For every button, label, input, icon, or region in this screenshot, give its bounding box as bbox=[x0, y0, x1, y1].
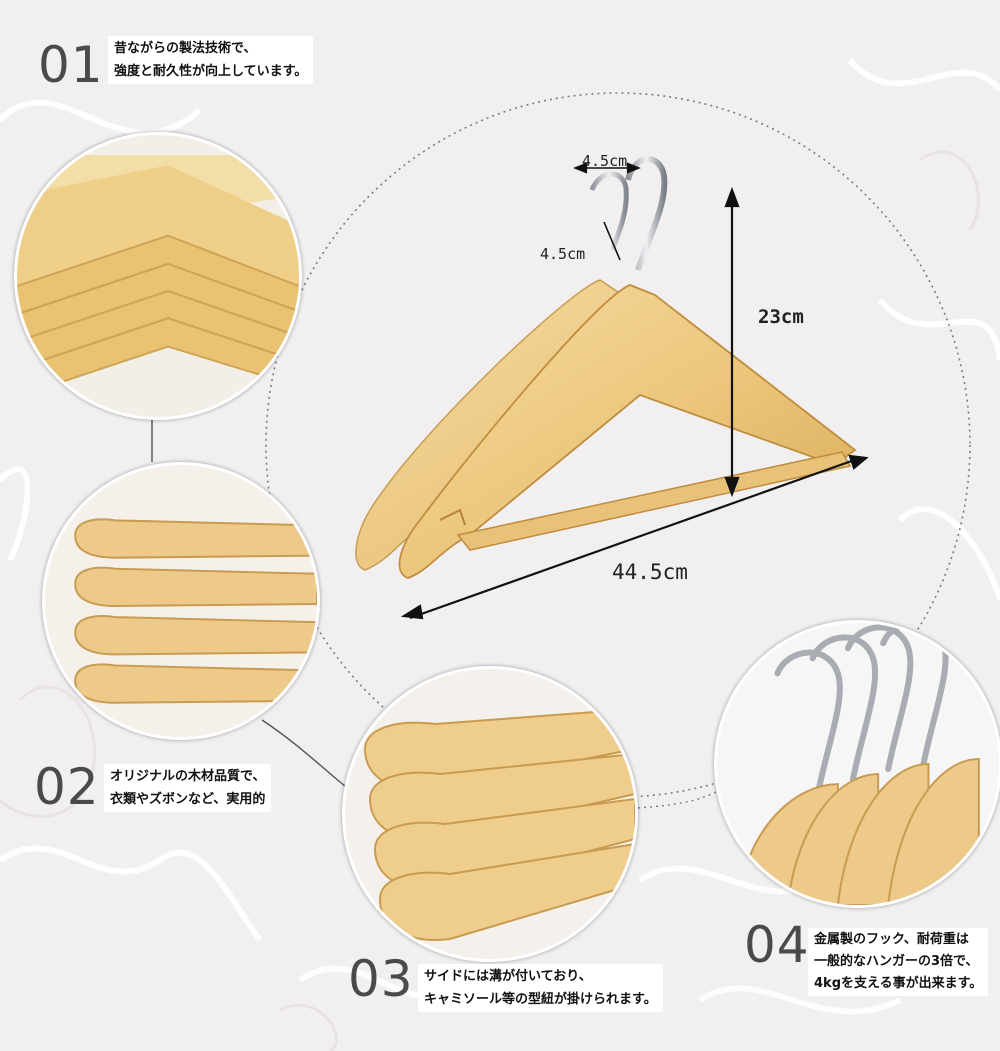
feature-number-03: 03 bbox=[348, 950, 414, 1008]
width-label: 44.5cm bbox=[612, 560, 688, 584]
feature-number-04: 04 bbox=[744, 916, 810, 974]
feature-text-02-line2: 衣類やズボンなど、実用的 bbox=[110, 792, 266, 807]
feature-number-02: 02 bbox=[34, 758, 100, 816]
feature-text-03: サイドには溝が付いており、 キャミソール等の型紐が掛けられます。 bbox=[418, 964, 663, 1012]
feature-text-01-line1: 昔ながらの製法技術で、 bbox=[114, 41, 257, 56]
hook-width-label: 4.5cm bbox=[582, 152, 628, 170]
feature-text-01-line2: 強度と耐久性が向上しています。 bbox=[114, 64, 308, 79]
feature-text-04: 金属製のフック、耐荷重は 一般的なハンガーの3倍で、 4kgを支える事が出来ます… bbox=[808, 928, 989, 996]
feature-number-01: 01 bbox=[38, 36, 104, 94]
height-label: 23cm bbox=[758, 306, 804, 328]
feature-text-04-line2: 一般的なハンガーの3倍で、 bbox=[814, 954, 979, 969]
feature-text-04-line1: 金属製のフック、耐荷重は bbox=[814, 932, 969, 947]
feature-text-03-line1: サイドには溝が付いており、 bbox=[424, 969, 592, 984]
main-hanger-image bbox=[355, 156, 869, 620]
photo-circle-3 bbox=[342, 666, 638, 962]
feature-text-04-line3: 4kgを支える事が出来ます。 bbox=[814, 976, 983, 991]
connector-line bbox=[637, 791, 717, 809]
feature-text-03-line2: キャミソール等の型紐が掛けられます。 bbox=[424, 992, 657, 1007]
feature-text-02-line1: オリジナルの木材品質で、 bbox=[110, 769, 266, 784]
feature-text-01: 昔ながらの製法技術で、 強度と耐久性が向上しています。 bbox=[108, 36, 314, 84]
photo-circle-4 bbox=[714, 620, 1000, 908]
photo-circle-1 bbox=[14, 132, 302, 420]
connector-line bbox=[261, 719, 351, 791]
hook-height-label: 4.5cm bbox=[540, 245, 586, 263]
photo-circle-2 bbox=[42, 462, 320, 740]
feature-text-02: オリジナルの木材品質で、 衣類やズボンなど、実用的 bbox=[104, 764, 272, 812]
